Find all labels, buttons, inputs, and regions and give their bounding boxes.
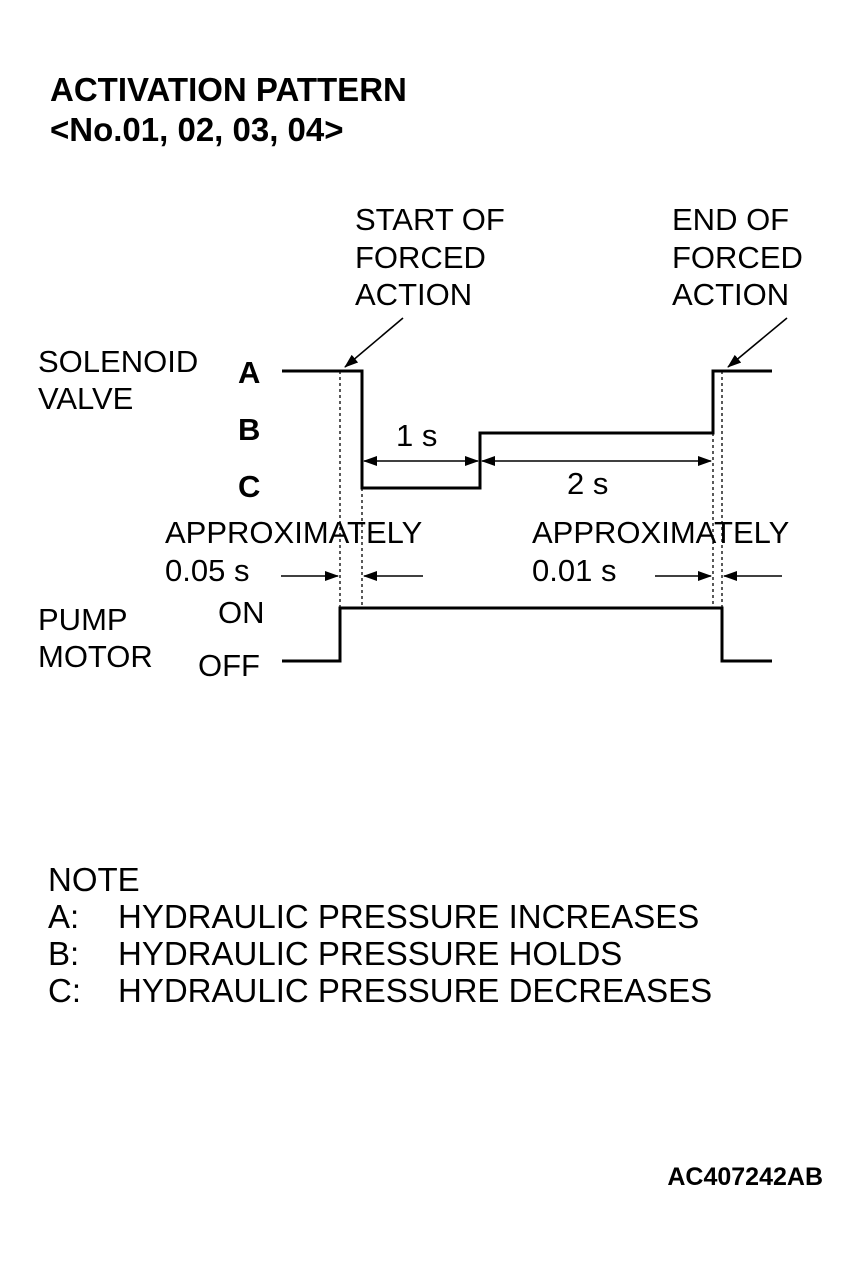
left-delay-value-label: 0.05 s [165, 553, 249, 588]
end-annotation-line-3: ACTION [672, 277, 789, 312]
pump-label-line-1: PUMP [38, 602, 128, 637]
end-annotation-line-2: FORCED [672, 240, 803, 275]
note-item-a-text: HYDRAULIC PRESSURE INCREASES [118, 898, 699, 935]
right-delay-approx-label: APPROXIMATELY [532, 515, 789, 550]
start-annotation-line-1: START OF [355, 202, 505, 237]
left-delay-approx-label: APPROXIMATELY [165, 515, 422, 550]
figure-code: AC407242AB [667, 1163, 823, 1191]
note-item-c-text: HYDRAULIC PRESSURE DECREASES [118, 972, 712, 1009]
end-annotation-line-1: END OF [672, 202, 789, 237]
end-annotation-arrow [727, 317, 788, 368]
title-line-2: <No.01, 02, 03, 04> [50, 111, 344, 148]
level-a-label: A [238, 355, 260, 390]
title-line-1: ACTIVATION PATTERN [50, 71, 407, 108]
note-item-a-key: A: [48, 898, 79, 935]
solenoid-waveform [282, 369, 772, 490]
level-c-label: C [238, 469, 260, 504]
note-item-c-key: C: [48, 972, 81, 1009]
note-item-b-text: HYDRAULIC PRESSURE HOLDS [118, 935, 622, 972]
pump-on-label: ON [218, 595, 265, 630]
solenoid-label-line-1: SOLENOID [38, 344, 198, 379]
pump-label-line-2: MOTOR [38, 639, 153, 674]
interval-2s-label: 2 s [567, 466, 608, 501]
start-annotation-arrow [344, 317, 404, 368]
level-b-label: B [238, 412, 260, 447]
interval-1s-label: 1 s [396, 418, 437, 453]
start-annotation-line-3: ACTION [355, 277, 472, 312]
note-heading: NOTE [48, 861, 140, 898]
note-item-b-key: B: [48, 935, 79, 972]
pump-off-label: OFF [198, 648, 260, 683]
solenoid-label-line-2: VALVE [38, 381, 133, 416]
start-annotation-line-2: FORCED [355, 240, 486, 275]
right-delay-value-label: 0.01 s [532, 553, 616, 588]
pump-waveform [282, 606, 772, 663]
